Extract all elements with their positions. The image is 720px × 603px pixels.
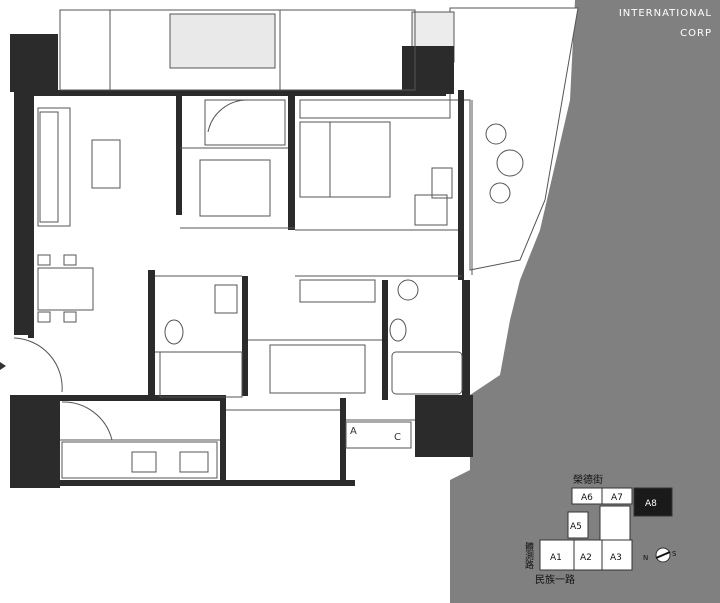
- interior-lines: [59, 9, 462, 441]
- coffee-table: [91, 139, 121, 189]
- brand-line-2: CORP: [680, 28, 712, 39]
- marker-c: C: [394, 432, 401, 443]
- key-plan-core: [599, 505, 631, 541]
- dining-table: [37, 267, 94, 311]
- sofa: [37, 107, 71, 227]
- wardrobe: [299, 99, 451, 119]
- street-bottom-label: 民族一路: [535, 573, 575, 586]
- unit-label: A2: [580, 553, 592, 563]
- balcony-terrace: [449, 7, 579, 271]
- walls: [10, 34, 473, 488]
- basin: [397, 279, 419, 301]
- bathtub: [391, 351, 463, 395]
- counter: [61, 441, 218, 479]
- site-terrain: [450, 0, 720, 603]
- marker-a: A: [350, 426, 357, 437]
- bed: [199, 159, 271, 217]
- master-bed: [299, 121, 391, 198]
- terrace-table: [496, 149, 524, 177]
- toilet: [164, 319, 184, 345]
- unit-label-highlight: A8: [645, 499, 657, 509]
- master-bedroom-furniture: [299, 99, 453, 226]
- top-planter: [169, 13, 276, 69]
- key-plan-unit-a5: [567, 511, 589, 539]
- unit-label: A1: [550, 553, 562, 563]
- unit-label: A3: [610, 553, 622, 563]
- kitchen: [61, 401, 218, 479]
- bedroom-3-furniture: [269, 279, 376, 394]
- entry-door: [13, 337, 63, 393]
- storage-box: [345, 421, 412, 449]
- bed: [269, 344, 366, 394]
- bedroom-2-furniture: [199, 99, 286, 217]
- compass-s: S: [672, 550, 677, 558]
- street-top-label: 榮德街: [573, 473, 603, 486]
- living-furniture: [37, 107, 121, 323]
- street-left-label: 體測路: [523, 541, 534, 570]
- desk: [204, 99, 286, 146]
- key-plan: 榮德街 A6 A7 A8 A5 A1 A2 A3 體測路 民族一路 N S: [523, 473, 677, 586]
- key-plan-unit-a8: [633, 487, 673, 517]
- key-plan-unit-a3: [601, 539, 633, 571]
- unit-label: A7: [611, 493, 623, 503]
- unit-label: A6: [581, 493, 593, 503]
- toilet: [389, 318, 407, 342]
- key-plan-unit-a7: [601, 487, 633, 505]
- bathroom-2: [389, 279, 463, 395]
- brand-line-1: INTERNATIONAL: [618, 8, 712, 19]
- terrace-chair: [489, 182, 511, 204]
- unit-label: A5: [570, 522, 582, 532]
- bathroom-1: [159, 284, 243, 398]
- terrace-chair: [485, 123, 507, 145]
- entry-arrow-icon: [0, 362, 6, 370]
- compass-n: N: [643, 554, 648, 562]
